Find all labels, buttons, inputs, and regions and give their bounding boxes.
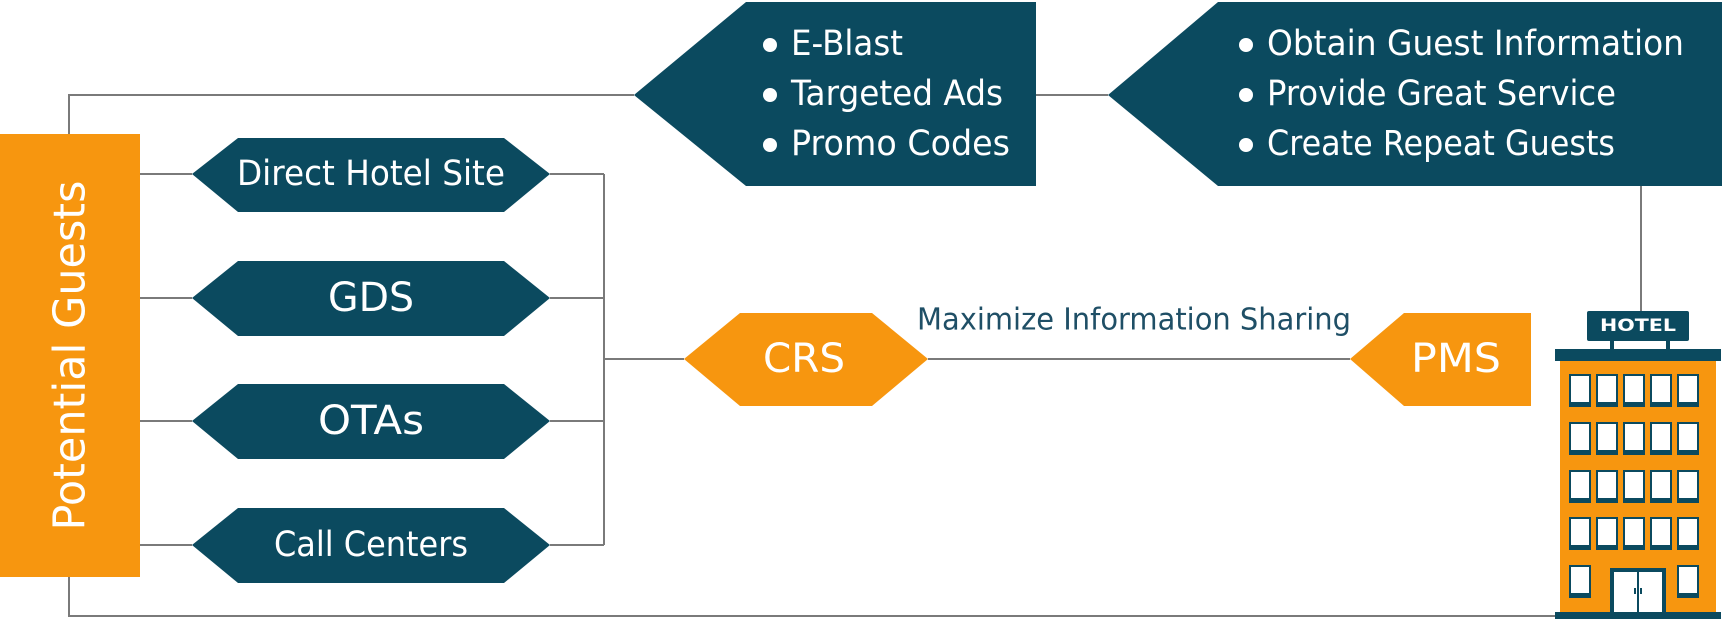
hotel-base: [1555, 612, 1721, 619]
hotel-window: [1652, 472, 1670, 498]
channel-shape: [192, 508, 550, 583]
service-callout: Obtain Guest Information Provide Great S…: [1108, 2, 1722, 186]
hotel-window: [1679, 567, 1697, 593]
marketing-shape: [634, 2, 1036, 186]
hotel-window: [1679, 519, 1697, 545]
channel-otas: OTAs: [192, 384, 550, 459]
service-item-provide-great-service: Provide Great Service: [1267, 74, 1616, 114]
channel-shape: [192, 384, 550, 459]
channel-label: GDS: [328, 275, 414, 321]
hotel-windows: [1569, 374, 1699, 598]
channel-label: OTAs: [318, 398, 424, 444]
potential-guests-label: Potential Guests: [45, 181, 96, 531]
hotel-door-left: [1614, 572, 1637, 612]
edge-label-information-sharing: Maximize Information Sharing: [917, 303, 1351, 338]
potential-guests-node: Potential Guests: [0, 134, 140, 577]
hotel-sign: [1587, 311, 1689, 341]
hotel-window: [1571, 376, 1589, 402]
pms-shape: [1350, 313, 1531, 406]
channel-shape: [192, 138, 550, 212]
connectors: [68, 94, 1642, 617]
hotel-window: [1625, 424, 1643, 450]
bullet-dot: [763, 88, 777, 102]
hotel-window: [1652, 376, 1670, 402]
service-item-obtain-guest-information: Obtain Guest Information: [1267, 24, 1684, 64]
hotel-door-right: [1639, 572, 1662, 612]
channel-direct-hotel-site: Direct Hotel Site: [192, 138, 550, 212]
bullet-dot: [1239, 138, 1253, 152]
sign-post: [1610, 338, 1614, 350]
hotel-window: [1679, 424, 1697, 450]
hotel-window: [1625, 376, 1643, 402]
connector-guests-to-marketing: [68, 94, 634, 134]
service-shape: [1108, 2, 1722, 186]
marketing-item-promo-codes: Promo Codes: [791, 124, 1010, 164]
service-item-create-repeat-guests: Create Repeat Guests: [1267, 124, 1615, 164]
hotel-roof: [1555, 349, 1721, 361]
hotel-window: [1598, 424, 1616, 450]
sign-post: [1666, 338, 1670, 350]
channel-label: Call Centers: [274, 525, 468, 565]
hotel-window: [1652, 519, 1670, 545]
hotel-door-handle: [1634, 588, 1636, 594]
hotel-window: [1625, 519, 1643, 545]
connector-guests-to-hotel: [68, 577, 1560, 617]
potential-guests-bar: [0, 134, 140, 577]
pms-node: PMS: [1350, 313, 1531, 406]
marketing-callout: E-Blast Targeted Ads Promo Codes: [634, 2, 1036, 186]
crs-shape: [684, 313, 928, 406]
hotel-window: [1571, 567, 1589, 593]
bullet-dot: [763, 138, 777, 152]
hotel-window: [1598, 376, 1616, 402]
channel-gds: GDS: [192, 261, 550, 336]
bullet-dot: [763, 38, 777, 52]
marketing-item-targeted-ads: Targeted Ads: [790, 74, 1003, 114]
hotel-window: [1598, 519, 1616, 545]
channel-label: Direct Hotel Site: [237, 154, 505, 194]
crs-label: CRS: [763, 336, 845, 382]
bullet-dot: [1239, 38, 1253, 52]
hotel-window: [1571, 424, 1589, 450]
hotel-door-handle: [1640, 588, 1642, 594]
hotel-window: [1679, 376, 1697, 402]
channel-call-centers: Call Centers: [192, 508, 550, 583]
hotel-window: [1571, 519, 1589, 545]
hotel-sign-text: HOTEL: [1600, 316, 1676, 336]
channel-shape: [192, 261, 550, 336]
pms-label: PMS: [1411, 336, 1501, 382]
hotel-window: [1571, 472, 1589, 498]
crs-node: CRS: [684, 313, 928, 406]
bullet-dot: [1239, 88, 1253, 102]
hotel-window: [1598, 472, 1616, 498]
marketing-item-e-blast: E-Blast: [791, 24, 903, 64]
hotel-window: [1625, 472, 1643, 498]
hotel-window: [1679, 472, 1697, 498]
hotel-window: [1652, 424, 1670, 450]
hotel-building-icon: HOTEL: [1555, 311, 1721, 619]
